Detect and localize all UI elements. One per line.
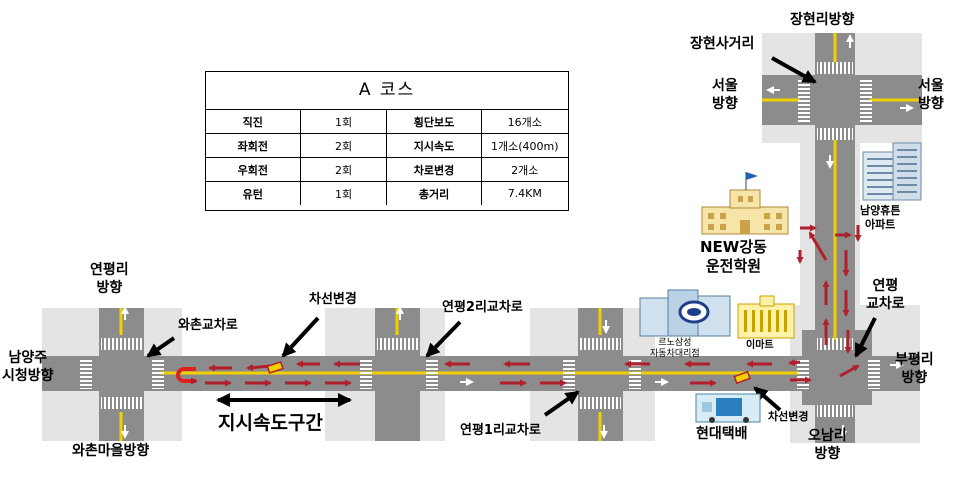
hyundai-delivery-label: 현대택배 bbox=[696, 426, 748, 442]
u-turn-arrow bbox=[176, 367, 198, 385]
janghyeonri-direction-label: 장현리방향 bbox=[790, 12, 855, 28]
wachon-village-direction-label: 와촌마을방향 bbox=[72, 443, 150, 459]
wachon-intersection-label: 와촌교차로 bbox=[178, 318, 238, 333]
bupyeongri-direction-label: 부평리 방향 bbox=[895, 352, 934, 386]
route-arrows bbox=[205, 224, 862, 387]
lane-arrows bbox=[121, 34, 914, 439]
seoul-direction-right-label: 서울 방향 bbox=[918, 78, 944, 112]
stat-label: 우회전 bbox=[206, 157, 301, 182]
vehicle-markers bbox=[266, 361, 751, 385]
stat-label: 차로변경 bbox=[386, 157, 482, 182]
stat-value: 1회 bbox=[299, 181, 388, 205]
course-title: A 코스 bbox=[206, 72, 568, 110]
stat-value: 1개소(400m) bbox=[480, 133, 568, 158]
janghyeon-intersection-label: 장현사거리 bbox=[690, 36, 755, 52]
stat-value: 2회 bbox=[299, 133, 388, 158]
stat-label: 직진 bbox=[206, 110, 301, 134]
stat-value: 2개소 bbox=[480, 157, 568, 182]
dealership-building-icon bbox=[639, 289, 731, 337]
new-gangdong-driving-school-label: NEW강동 운전학원 bbox=[700, 238, 767, 275]
delivery-building-icon bbox=[695, 393, 761, 423]
stat-label: 지시속도 bbox=[386, 133, 482, 158]
stat-label: 유턴 bbox=[206, 181, 301, 205]
namyang-huteun-apartment-label: 남양휴튼 아파트 bbox=[860, 204, 901, 231]
stat-label: 총거리 bbox=[386, 181, 482, 205]
stat-value: 2회 bbox=[299, 157, 388, 182]
emart-building-icon bbox=[737, 295, 795, 339]
yeonpyeong2ri-intersection-label: 연평2리교차로 bbox=[442, 300, 523, 315]
lane-change-label-2: 차선변경 bbox=[768, 410, 809, 423]
emart-label: 이마트 bbox=[746, 340, 774, 351]
apartment-building-icon bbox=[862, 142, 922, 201]
renault-dealership-label: 르노삼성 자동차대리점 bbox=[650, 338, 700, 359]
stat-value: 7.4KM bbox=[480, 181, 568, 205]
lane-change-label-1: 차선변경 bbox=[309, 292, 357, 307]
school-building-icon bbox=[701, 172, 789, 235]
yeonpyeongri-direction-label: 연평리 방향 bbox=[90, 262, 129, 296]
yeonpyeong-intersection-label: 연평 교차로 bbox=[866, 278, 905, 312]
stat-label: 횡단보도 bbox=[386, 110, 482, 134]
pointer-arrows bbox=[146, 56, 877, 417]
yeonpyeong1ri-intersection-label: 연평1리교차로 bbox=[460, 423, 541, 438]
stat-value: 16개소 bbox=[480, 110, 568, 134]
stat-value: 1회 bbox=[299, 110, 388, 134]
onamri-direction-label: 오남리 방향 bbox=[808, 428, 847, 462]
seoul-direction-left-label: 서울 방향 bbox=[712, 78, 738, 112]
crosswalks bbox=[80, 62, 880, 417]
speed-zone-label: 지시속도구간 bbox=[218, 412, 323, 434]
stat-label: 좌회전 bbox=[206, 133, 301, 158]
namyangju-cityhall-direction-label: 남양주 시청방향 bbox=[2, 350, 54, 384]
